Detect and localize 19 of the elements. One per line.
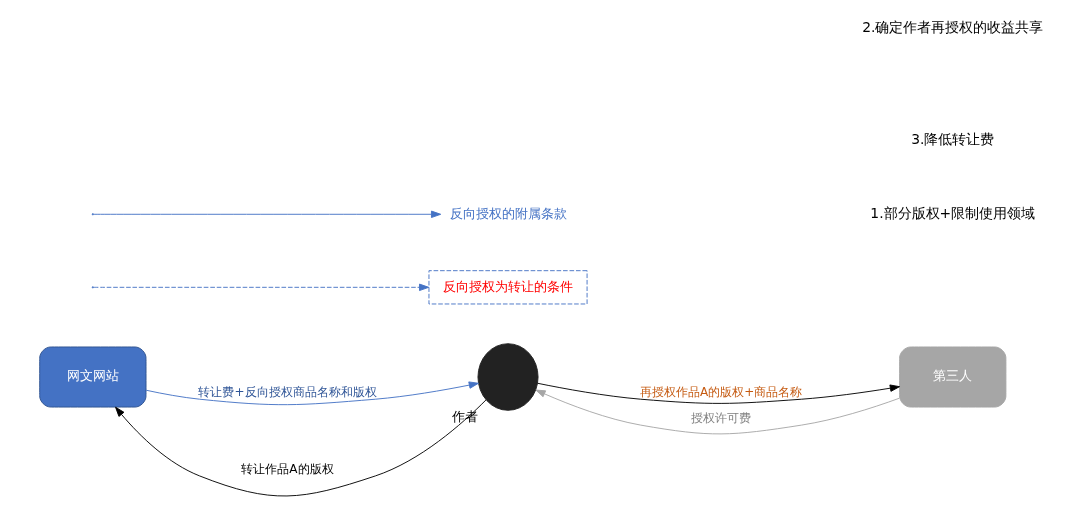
node-box: 第三人: [898, 346, 1006, 408]
edge-label: 转让作品A的版权: [240, 461, 334, 476]
edge-label: 授权许可费: [690, 410, 751, 425]
arrow: [92, 283, 429, 291]
edge-label: 再授权作品A的版权+商品名称: [639, 384, 802, 399]
arrow: [145, 381, 479, 406]
arrow: [534, 389, 900, 435]
label: 1.部分版权+限制使用领域: [869, 204, 1035, 221]
arrow: [536, 382, 900, 404]
node-person: [477, 343, 539, 411]
edge-label: 转让费+反向授权商品名称和版权: [197, 384, 377, 399]
node-label: 作者: [451, 408, 478, 424]
node-box: 网文网站: [38, 346, 146, 408]
node-text: 反向授权的附属条款: [449, 205, 567, 221]
label: 2.确定作者再授权的收益共享: [861, 18, 1043, 35]
arrow: [92, 210, 441, 218]
arrow: [114, 399, 486, 497]
label: 3.降低转让费: [910, 131, 994, 148]
node-box: 反向授权为转让的条件: [428, 270, 588, 305]
